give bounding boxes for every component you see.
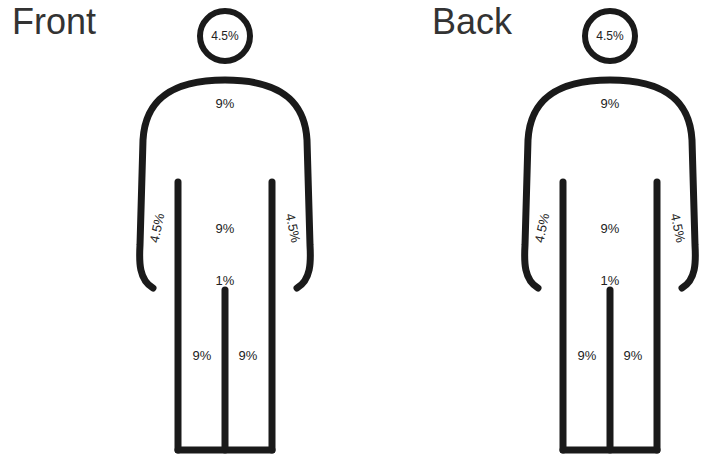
chest-percent: 9% — [601, 97, 620, 110]
head-circle: 4.5% — [582, 8, 638, 64]
genital-percent: 1% — [216, 274, 235, 287]
percent-label: 4.5% — [596, 29, 623, 43]
body-line — [525, 80, 696, 288]
body-line — [222, 290, 229, 450]
arm-percent: 4.5% — [533, 212, 552, 244]
head-ring — [585, 11, 635, 61]
leg-percent: 9% — [193, 349, 212, 362]
leg-percent: 9% — [624, 349, 643, 362]
body-line — [607, 290, 614, 450]
abdomen-percent: 9% — [216, 222, 235, 235]
abdomen-percent: 9% — [601, 222, 620, 235]
body-figure — [140, 80, 311, 450]
chest-percent: 9% — [216, 97, 235, 110]
body-line — [140, 80, 311, 288]
body-line — [175, 182, 182, 450]
leg-percent: 9% — [578, 349, 597, 362]
arm-percent: 4.5% — [284, 212, 303, 244]
body-line — [560, 182, 567, 450]
percent-label: 4.5% — [211, 29, 238, 43]
head-circle: 4.5% — [197, 8, 253, 64]
head-ring — [200, 11, 250, 61]
view-title: Front — [12, 4, 96, 40]
genital-percent: 1% — [601, 274, 620, 287]
body-line — [563, 447, 657, 454]
body-line — [178, 447, 272, 454]
arm-percent: 4.5% — [148, 212, 167, 244]
body-line — [654, 182, 661, 450]
leg-percent: 9% — [239, 349, 258, 362]
arm-percent: 4.5% — [669, 212, 688, 244]
body-line — [269, 182, 276, 450]
body-figure — [525, 80, 696, 450]
view-title: Back — [432, 4, 512, 40]
